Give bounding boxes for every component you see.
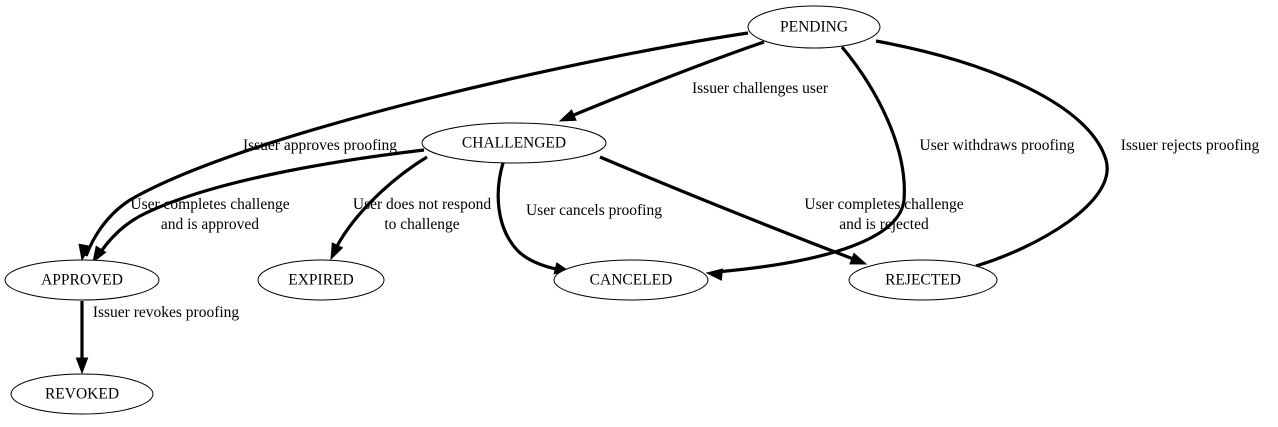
edge-label-line: to challenge xyxy=(384,216,459,233)
edge-pending-challenged xyxy=(558,40,765,122)
node-label-expired: EXPIRED xyxy=(288,272,353,289)
node-ellipse-expired[interactable] xyxy=(257,259,385,301)
node-label-pending: PENDING xyxy=(780,19,848,36)
edge-pending-canceled xyxy=(705,45,906,281)
arrowhead-approved-revoked xyxy=(75,357,89,375)
state-node-expired[interactable]: EXPIRED xyxy=(257,259,385,301)
state-node-challenged[interactable]: CHALLENGED xyxy=(421,122,607,164)
edge-path-challenged-rejected xyxy=(599,155,857,262)
edge-label-line: User does not respond xyxy=(353,196,491,213)
edge-label-line: Issuer rejects proofing xyxy=(1121,137,1260,154)
edge-path-pending-rejected xyxy=(875,39,1109,268)
state-node-pending[interactable]: PENDING xyxy=(747,5,881,49)
edge-challenged-approved xyxy=(92,148,425,264)
edge-label-line: User withdraws proofing xyxy=(920,137,1075,154)
edge-label-pending-rejected: Issuer rejects proofing xyxy=(1121,137,1260,154)
edge-label-line: Issuer revokes proofing xyxy=(93,304,240,321)
node-label-canceled: CANCELED xyxy=(590,272,673,289)
arrowhead-challenged-rejected xyxy=(849,252,868,265)
state-node-approved[interactable]: APPROVED xyxy=(4,259,160,301)
edge-label-challenged-expired: User does not respond to challenge xyxy=(353,196,491,233)
arrowhead-pending-challenged xyxy=(558,109,577,122)
edge-pending-rejected xyxy=(875,39,1109,280)
arrowhead-challenged-expired xyxy=(330,242,344,261)
edge-labels-layer: Issuer approves proofing Issuer challenge… xyxy=(93,80,1260,321)
edge-label-challenged-approved: User completes challenge and is approved xyxy=(130,196,289,233)
edge-path-pending-canceled xyxy=(715,45,906,274)
edge-path-challenged-expired xyxy=(334,155,428,249)
edge-path-pending-challenged xyxy=(568,40,765,119)
node-ellipse-revoked[interactable] xyxy=(10,373,154,415)
node-label-rejected: REJECTED xyxy=(885,272,961,289)
edge-label-line: Issuer challenges user xyxy=(692,80,829,97)
node-label-challenged: CHALLENGED xyxy=(462,135,566,152)
edge-pending-approved xyxy=(78,31,749,262)
edge-label-line: and is rejected xyxy=(839,216,929,233)
state-node-canceled[interactable]: CANCELED xyxy=(553,259,709,301)
edge-label-line: and is approved xyxy=(161,216,259,233)
edge-challenged-expired xyxy=(330,155,428,261)
edge-path-challenged-approved xyxy=(95,148,425,259)
node-ellipse-approved[interactable] xyxy=(4,259,160,301)
edge-label-line: User completes challenge xyxy=(804,196,963,213)
edge-label-approved-revoked: Issuer revokes proofing xyxy=(93,304,240,321)
node-ellipse-pending[interactable] xyxy=(747,5,881,49)
edge-label-line: Issuer approves proofing xyxy=(243,137,397,154)
edge-label-line: User completes challenge xyxy=(130,196,289,213)
edge-label-pending-canceled: User withdraws proofing xyxy=(920,137,1075,154)
edge-label-challenged-canceled: User cancels proofing xyxy=(526,202,662,219)
edge-path-challenged-canceled xyxy=(496,162,562,272)
edge-approved-revoked xyxy=(75,301,89,375)
edge-label-pending-approved: Issuer approves proofing xyxy=(243,137,397,154)
node-ellipse-canceled[interactable] xyxy=(553,259,709,301)
arrowhead-pending-approved xyxy=(78,243,91,262)
node-label-approved: APPROVED xyxy=(41,272,123,289)
edge-challenged-rejected xyxy=(599,155,868,265)
node-ellipse-challenged[interactable] xyxy=(421,122,607,164)
arrowhead-challenged-approved xyxy=(92,245,107,264)
nodes-layer: PENDING CHALLENGED APPROVED EXPIRED CANCELED… xyxy=(4,5,998,415)
edge-label-line: User cancels proofing xyxy=(526,202,662,219)
state-node-revoked[interactable]: REVOKED xyxy=(10,373,154,415)
edge-label-pending-challenged: Issuer challenges user xyxy=(692,80,829,97)
edge-label-challenged-rejected: User completes challenge and is rejected xyxy=(804,196,963,233)
state-node-rejected[interactable]: REJECTED xyxy=(848,259,998,301)
node-ellipse-rejected[interactable] xyxy=(848,259,998,301)
arrowhead-pending-canceled xyxy=(705,268,724,281)
node-label-revoked: REVOKED xyxy=(45,386,119,403)
edge-path-pending-approved xyxy=(84,31,749,257)
